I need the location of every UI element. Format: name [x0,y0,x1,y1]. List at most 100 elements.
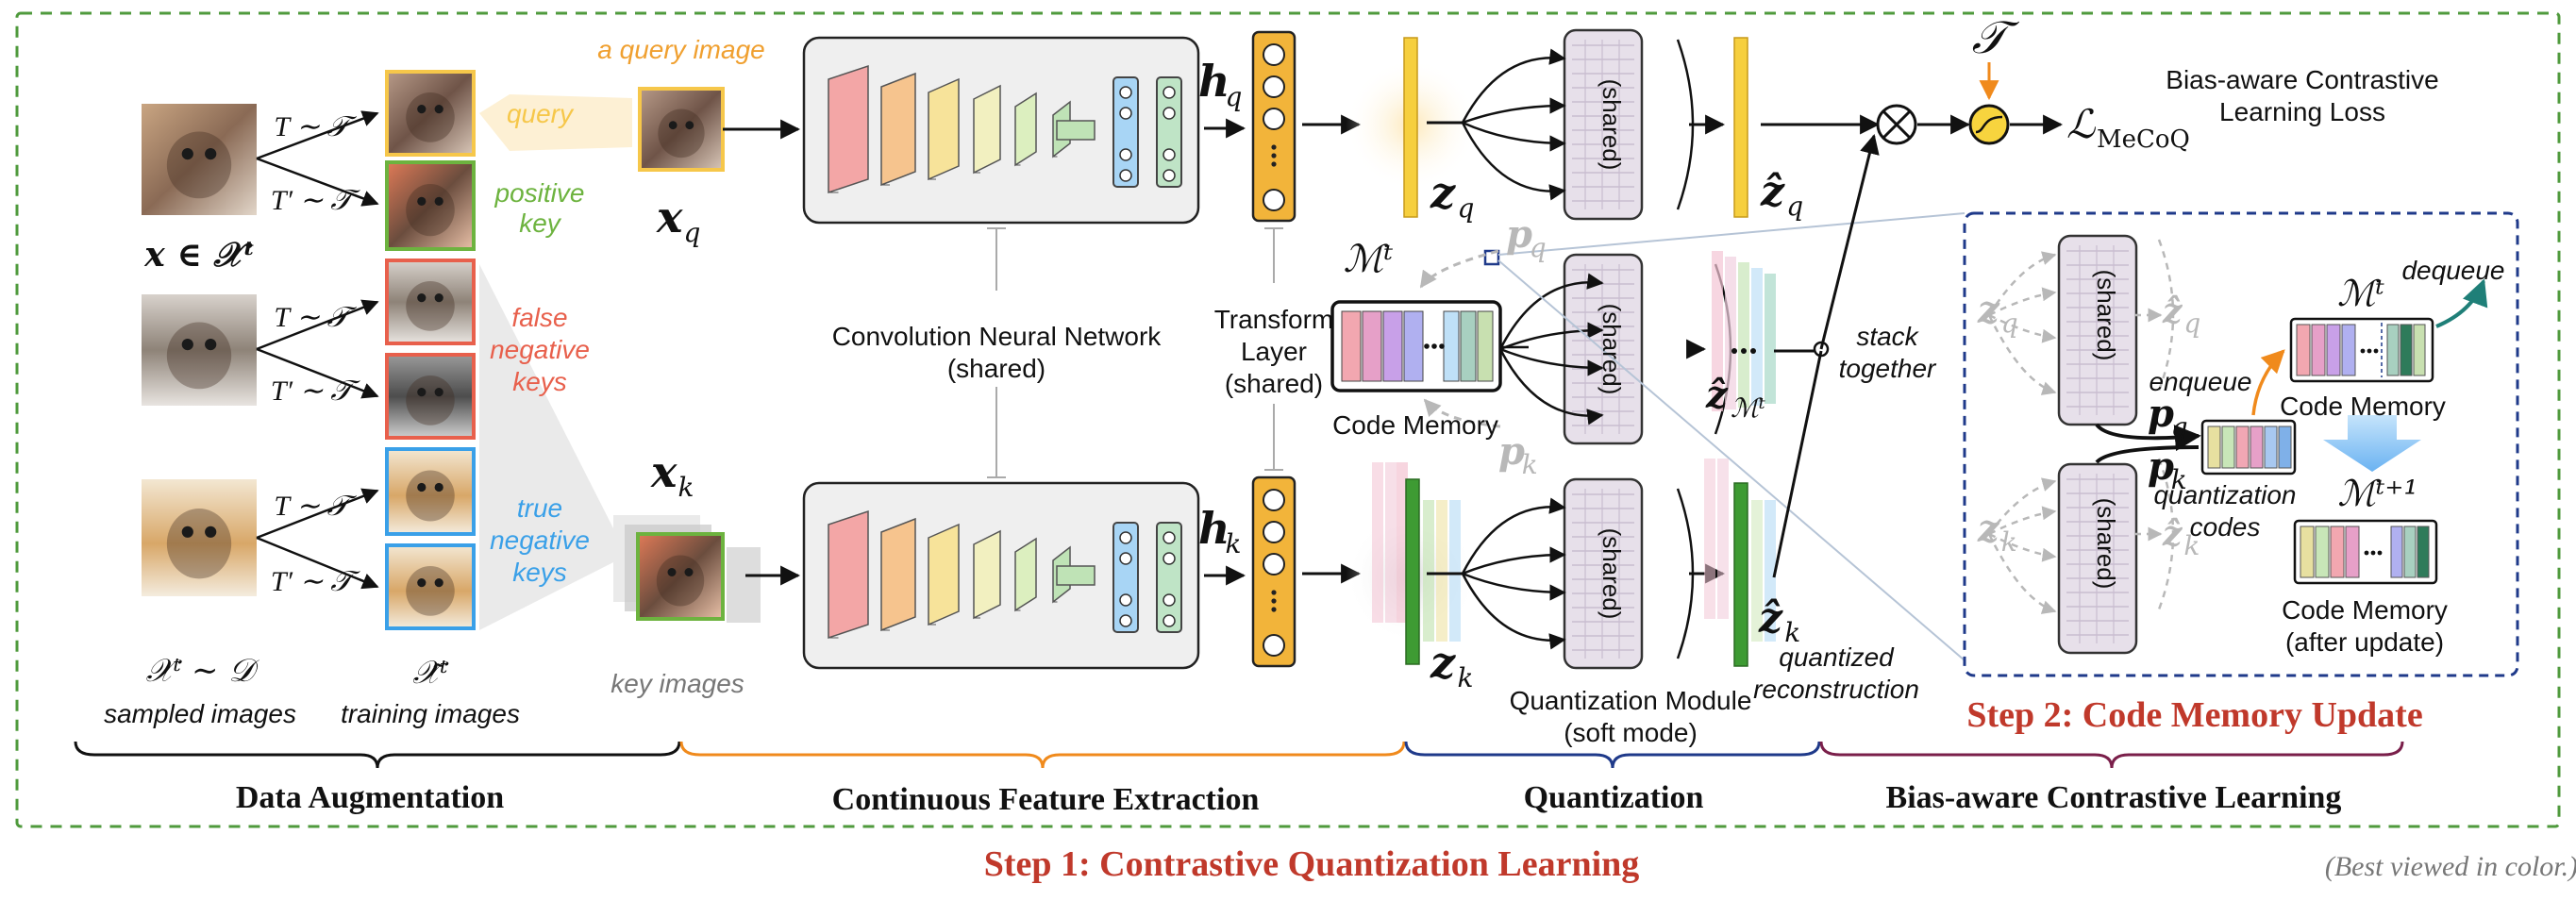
zhat-m-vector [1738,262,1749,408]
hk-symbol-sub: k [1226,528,1242,559]
zk-vector [1405,478,1420,665]
shared-label-q: (shared) [1597,79,1626,171]
step2-module-k-box [2057,462,2138,655]
positive-key-image-subject [406,184,455,237]
true-neg-image-1 [385,447,476,536]
cnn-key-node [1163,614,1176,627]
code-memory-entry [1341,310,1362,382]
cnn-key-layer-edge [973,544,980,619]
zhat-q-vector [1733,37,1748,218]
quant-code-entry [2278,425,2292,469]
code-memory-entry [1362,310,1382,382]
brace-quantization [1404,741,1821,769]
step2-pq-main: p [2148,392,2174,436]
step2-module-q [2057,234,2138,426]
transform-t1: T ∼ 𝒯 [274,491,357,522]
cnn-query-node [1163,86,1176,99]
zk-ghost-vector [1449,500,1461,642]
cat-image-icon-subject [166,131,232,199]
cnn-query-node [1163,107,1176,120]
code-memory-entry [1477,310,1494,382]
cat-image-icon-frame [142,104,257,215]
shared-label-mem: (shared) [1597,304,1626,395]
cat-blanket-image-icon-frame [142,294,257,406]
memory-t-dot [2360,348,2366,354]
pq-symbol-main: p [1506,212,1532,257]
code-memory-dot [1439,343,1445,349]
cnn-key-node [1163,552,1176,565]
cnn-key-vector [1112,522,1139,633]
cat-blanket-image-icon-eye [181,339,193,351]
zhat-k-ghost [1765,500,1776,642]
hq-symbol: hq [1198,56,1242,112]
sampled-symbol: 𝒳ᵗ ∼ 𝒟 [146,652,260,690]
cnn-key-layer-edge [828,525,839,639]
tau-symbol: 𝒯 [1972,11,2020,64]
memory-t1-entry [2417,526,2430,578]
zhat-m-symbol-main: ẑ [1705,373,1729,417]
step2-pq-sub: q [2171,411,2188,442]
cnn-key-node [1163,531,1176,544]
cnn-query-layer [928,77,960,181]
cnn-query-layer [973,84,1001,175]
section-data-augmentation: Data Augmentation [236,780,504,815]
sampled-label: sampled images [104,699,296,728]
false-neg-image-2-eye [434,388,443,397]
transform-query [1251,30,1296,223]
pq-index-marker [1483,249,1500,266]
quant-module-label: Quantization Module [1510,686,1752,715]
step2-mt: ℳᵗ [2337,273,2385,314]
memory-t1-dot [2364,550,2369,556]
transform-query-dot [1271,161,1277,167]
update-arrow [2323,415,2421,472]
enqueue-arrow [2251,349,2285,416]
key-wedge [479,264,613,630]
quant-code-entry [2264,425,2278,469]
false-neg-image-1-eye [417,293,427,303]
memory-t1-entry [2345,526,2360,578]
transform-key-dot [1271,590,1277,595]
aug-arrow-down [256,347,379,399]
false-neg-image-2 [385,353,476,440]
transform-query-node [1263,108,1285,130]
true-negative-label: true [517,493,562,523]
step2-zhq-sub: q [2183,308,2200,339]
cnn-key-layer-edge [1014,552,1021,611]
step2-shared-k: (shared) [2092,498,2120,590]
step2-zk-sub: k [2001,526,2017,558]
transform-t1: T ∼ 𝒯 [274,111,357,142]
dog-image-icon-subject [166,509,232,579]
query-image-subject [658,108,705,159]
pk-symbol-sub: k [1522,449,1538,480]
zk-ghost-vector [1436,500,1447,642]
false-negative-label: keys [512,367,567,396]
step2-fan-k [1987,533,2057,614]
true-neg-image-1-subject [406,470,455,522]
memory-t-entry [2341,324,2356,376]
step2-fan-q [1987,314,2057,395]
cnn-query-layer [828,64,869,194]
key-image-front-eye [667,568,677,576]
quant-code-entry [2207,425,2221,469]
cnn-key-layer-edge [880,532,890,631]
quant-module-q [1563,28,1644,221]
zhat-m-vector [1765,274,1776,404]
transform-t2: T′ ∼ 𝒯 [271,566,360,597]
cnn-query-layer-edge [880,87,890,186]
cnn-query-node [1119,169,1132,182]
quantized-label: quantized [1779,642,1895,672]
brace-feature-extraction [679,741,1406,769]
aug-arrow-down [256,536,379,590]
cnn-key-fc [1056,565,1096,586]
cnn-query-layer [1014,92,1037,167]
cnn-key-layer [928,523,960,626]
sigmoid-curve [1975,115,2003,134]
memory-t-entry [2386,324,2400,376]
